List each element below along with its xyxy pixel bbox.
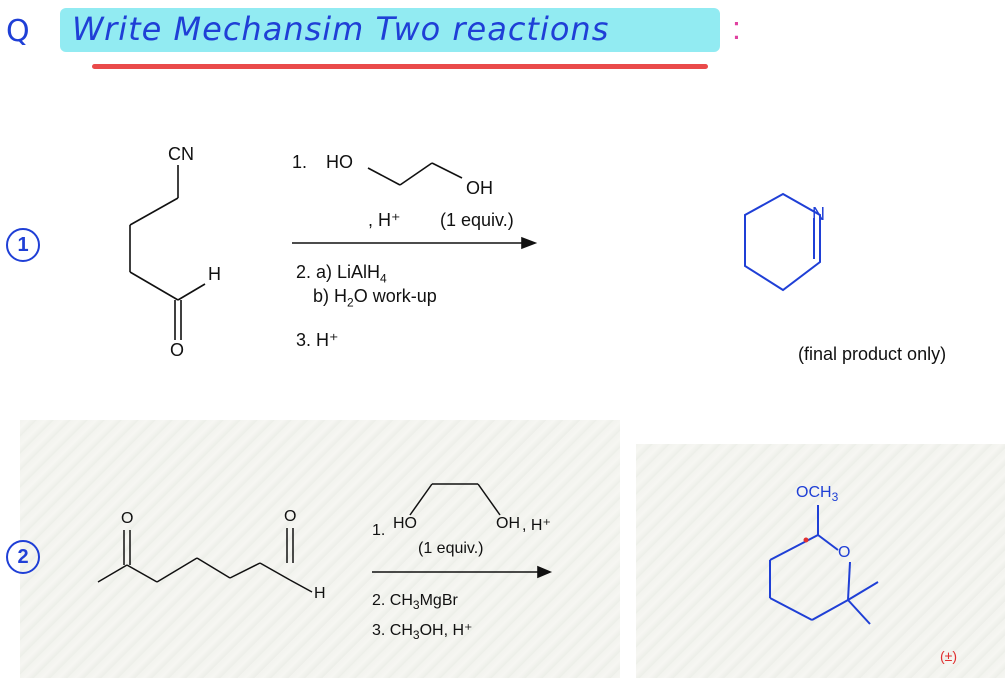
reaction2-step3: 3. CH3OH, H⁺ — [372, 622, 473, 643]
reaction2-h-label: H — [314, 585, 326, 602]
title-highlight — [60, 8, 720, 52]
title-underline — [92, 64, 708, 69]
reaction1-number: 1 — [6, 228, 40, 262]
reaction1-arrow — [292, 236, 538, 250]
reaction1-step2a: 2. a) LiAlH4 — [296, 262, 387, 286]
reaction2-scan-background — [20, 420, 620, 678]
reaction1-step1-prefix: 1. — [292, 152, 308, 172]
reaction1-substrate-skeleton — [129, 165, 206, 340]
reaction2-product-ring — [769, 505, 879, 625]
reaction1-product-ring — [744, 192, 821, 292]
reaction1-step1-oh: OH — [466, 178, 493, 198]
reaction2-number: 2 — [6, 540, 40, 574]
reaction2-step2: 2. CH3MgBr — [372, 592, 458, 613]
reaction2-arrow — [372, 565, 553, 579]
reaction2-right-o-label: O — [284, 508, 297, 525]
reaction2-glycol-skeleton — [409, 483, 501, 516]
reaction1-o-label: O — [170, 340, 185, 360]
reaction1-step1-ho: HO — [326, 152, 353, 172]
reaction1-step1-conditions: , H⁺ — [368, 210, 401, 230]
reaction2-step1-conditions: , H⁺ — [522, 517, 551, 534]
reaction1-step2b: b) H2O work-up — [313, 286, 437, 310]
reaction1-product-note: (final product only) — [798, 344, 947, 364]
reaction2-left-o-label: O — [121, 510, 134, 527]
reaction1-cn-label: CN — [168, 144, 194, 164]
stereocenter-marker — [803, 537, 809, 543]
reaction1-h-label: H — [208, 264, 221, 284]
reaction2-product-stereo: (±) — [940, 648, 958, 664]
reaction2-product-substituent: OCH3 — [796, 484, 839, 505]
question-mark-label: Q — [6, 14, 30, 49]
reaction1-step3: 3. H⁺ — [296, 330, 339, 350]
page-title: Write Mechansim Two reactions — [72, 10, 610, 48]
reaction1-step1-equiv: (1 equiv.) — [440, 210, 514, 230]
title-colon: : — [732, 10, 741, 46]
reaction2-substrate-skeleton — [97, 528, 313, 593]
reaction1-glycol-skeleton — [367, 162, 463, 186]
reaction2-step1-oh: OH — [496, 515, 520, 532]
reaction2-product-scan-background — [636, 444, 1005, 678]
reaction2-step1-ho: HO — [393, 515, 417, 532]
reaction1-product-n-label: N — [812, 204, 825, 224]
reaction2-product-ring-o: O — [838, 544, 851, 561]
reaction2-step1-prefix: 1. — [372, 522, 386, 539]
reaction2-step1-equiv: (1 equiv.) — [418, 540, 484, 557]
